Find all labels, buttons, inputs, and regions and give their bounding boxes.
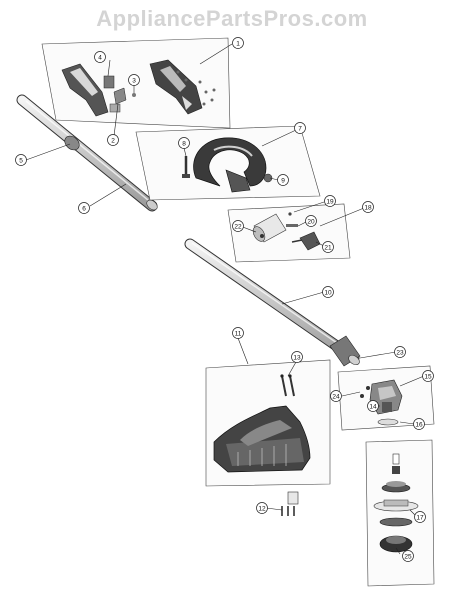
- callout-9: 9: [277, 174, 289, 186]
- callout-label: 17: [416, 514, 424, 521]
- callout-label: 18: [364, 204, 372, 211]
- callout-circle: [128, 74, 140, 86]
- callout-3: 3: [128, 74, 140, 86]
- callout-label: 4: [98, 54, 102, 61]
- callout-label: 3: [132, 77, 136, 84]
- callout-circle: [414, 511, 426, 523]
- callout-circle: [294, 122, 306, 134]
- callout-circle: [305, 215, 317, 227]
- spool-head-panel: [365, 439, 435, 587]
- callout-5: 5: [15, 154, 27, 166]
- callout-circle: [422, 370, 434, 382]
- callout-label: 14: [369, 403, 377, 410]
- callout-4: 4: [94, 51, 106, 63]
- callout-circle: [232, 220, 244, 232]
- callout-circle: [232, 37, 244, 49]
- callout-8: 8: [178, 137, 190, 149]
- callout-24: 24: [330, 390, 342, 402]
- leader-lines: [25, 43, 425, 555]
- callout-6: 6: [78, 202, 90, 214]
- callout-label: 2: [111, 137, 115, 144]
- callout-circle: [232, 327, 244, 339]
- callout-circle: [402, 550, 414, 562]
- callout-label: 25: [404, 553, 412, 560]
- auxiliary-handle-panel: [135, 125, 321, 201]
- callout-16: 16: [413, 418, 425, 430]
- callout-circle: [94, 51, 106, 63]
- callout-circle: [322, 241, 334, 253]
- lower-shaft: [184, 238, 361, 367]
- screw-pack: [281, 491, 299, 516]
- callout-17: 17: [414, 511, 426, 523]
- callout-label: 19: [326, 198, 334, 205]
- callout-label: 8: [182, 140, 186, 147]
- callout-label: 5: [19, 157, 23, 164]
- callout-label: 13: [293, 354, 301, 361]
- callout-21: 21: [322, 241, 334, 253]
- callout-circle: [324, 195, 336, 207]
- callout-15: 15: [422, 370, 434, 382]
- guard-panel: [205, 359, 331, 487]
- callout-circle: [107, 134, 119, 146]
- callout-10: 10: [322, 286, 334, 298]
- callout-circle: [362, 201, 374, 213]
- callout-label: 24: [332, 393, 340, 400]
- callout-label: 9: [281, 177, 285, 184]
- callout-25: 25: [402, 550, 414, 562]
- callout-circle: [256, 502, 268, 514]
- upper-shaft: [16, 94, 158, 212]
- callout-2: 2: [107, 134, 119, 146]
- callout-circle: [15, 154, 27, 166]
- callout-7: 7: [294, 122, 306, 134]
- callout-circle: [277, 174, 289, 186]
- callout-12: 12: [256, 502, 268, 514]
- callout-22: 22: [232, 220, 244, 232]
- callout-20: 20: [305, 215, 317, 227]
- callout-label: 22: [234, 223, 242, 230]
- coupler-panel: [227, 203, 351, 263]
- callout-label: 21: [324, 244, 332, 251]
- callout-label: 23: [396, 349, 404, 356]
- callout-layer: 1234567891011121314151617181920212223242…: [15, 37, 434, 562]
- callout-circle: [178, 137, 190, 149]
- callout-11: 11: [232, 327, 244, 339]
- callout-circle: [413, 418, 425, 430]
- callout-label: 11: [235, 330, 242, 337]
- callout-label: 1: [236, 40, 240, 47]
- callout-18: 18: [362, 201, 374, 213]
- callout-23: 23: [394, 346, 406, 358]
- callout-circle: [330, 390, 342, 402]
- callout-label: 10: [324, 289, 332, 296]
- callout-label: 7: [298, 125, 302, 132]
- callout-circle: [322, 286, 334, 298]
- callout-13: 13: [291, 351, 303, 363]
- callout-label: 20: [307, 218, 315, 225]
- callout-1: 1: [232, 37, 244, 49]
- callout-14: 14: [367, 400, 379, 412]
- callout-circle: [291, 351, 303, 363]
- callout-label: 16: [415, 421, 423, 428]
- callout-label: 6: [82, 205, 86, 212]
- callout-label: 12: [258, 505, 266, 512]
- callout-circle: [394, 346, 406, 358]
- callout-19: 19: [324, 195, 336, 207]
- callout-circle: [78, 202, 90, 214]
- callout-circle: [367, 400, 379, 412]
- watermark: AppliancePartsPros.com: [96, 6, 368, 31]
- callout-label: 15: [424, 373, 432, 380]
